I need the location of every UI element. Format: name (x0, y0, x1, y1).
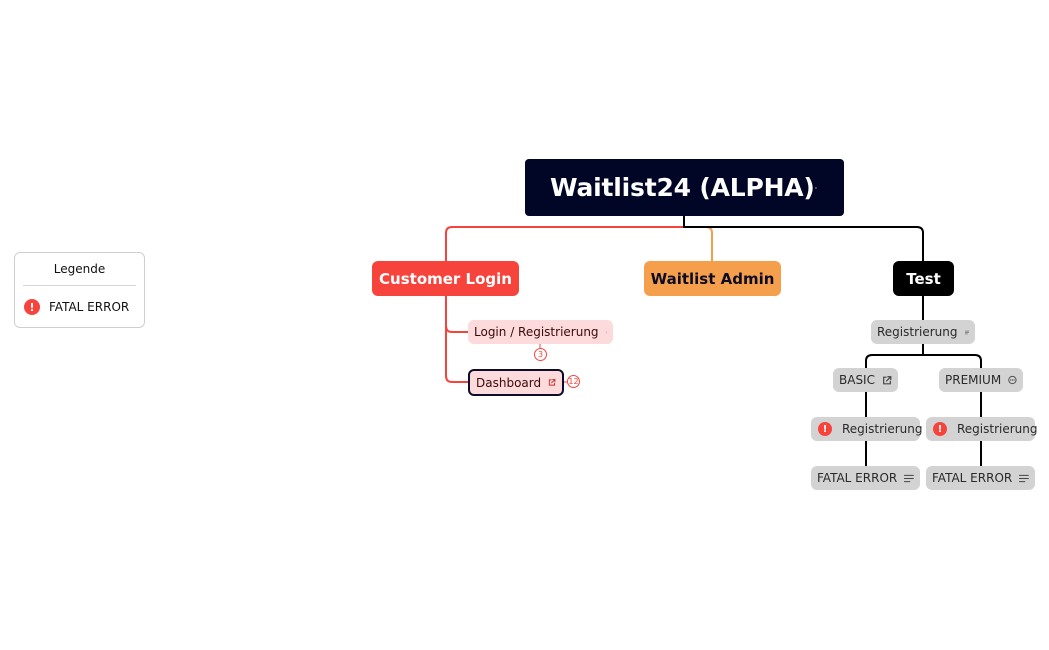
external-link-icon[interactable] (882, 375, 892, 386)
connector-waitlist-admin (684, 226, 713, 261)
subtopic-label: Registrierung (877, 325, 958, 339)
connector-dashboard (445, 326, 468, 383)
subtopic-test-registrierung[interactable]: Registrierung (871, 320, 975, 344)
topic-test[interactable]: Test (893, 261, 954, 296)
subtopic-premium-registrierung[interactable]: ! Registrierung (926, 417, 1038, 441)
error-icon: ! (818, 422, 832, 436)
legend-panel: Legende ! FATAL ERROR (14, 252, 145, 328)
subtopic-label: Dashboard (476, 375, 542, 390)
external-link-icon[interactable] (605, 327, 607, 338)
subtopic-label: FATAL ERROR (932, 471, 1013, 485)
subtopic-basic-fatal-error[interactable]: FATAL ERROR (811, 466, 920, 490)
notes-icon[interactable] (1019, 474, 1029, 483)
subtopic-label: FATAL ERROR (817, 471, 898, 485)
subtopic-basic[interactable]: BASIC (833, 368, 898, 392)
subtopic-label: Registrierung (957, 422, 1038, 436)
connector-login (445, 296, 468, 333)
legend-divider (23, 285, 136, 286)
subtopic-label: BASIC (839, 373, 875, 387)
subtopic-login-registrierung[interactable]: Login / Registrierung (468, 320, 613, 344)
notes-icon[interactable] (964, 328, 969, 337)
topic-test-label: Test (906, 269, 941, 288)
connector-premium (923, 354, 982, 368)
error-icon: ! (933, 422, 947, 436)
subtopic-label: Login / Registrierung (474, 325, 599, 339)
subtopic-label: Registrierung (842, 422, 923, 436)
subtopic-basic-registrierung[interactable]: ! Registrierung (811, 417, 923, 441)
notes-icon[interactable] (904, 474, 914, 483)
root-topic-label: Waitlist24 (ALPHA) (550, 173, 815, 202)
subtopic-dashboard[interactable]: Dashboard (468, 369, 564, 396)
more-icon[interactable] (1008, 374, 1017, 386)
connector-test (683, 216, 924, 261)
legend-title: Legende (53, 262, 106, 276)
error-icon: ! (24, 299, 40, 315)
subtopic-label: PREMIUM (945, 373, 1002, 387)
legend-item-label: FATAL ERROR (49, 300, 130, 314)
collapsed-children-badge[interactable]: 12 (567, 375, 580, 388)
relationship-count-badge[interactable]: 3 (534, 348, 547, 361)
legend-item-fatal-error[interactable]: ! FATAL ERROR (24, 299, 129, 315)
topic-customer-login[interactable]: Customer Login (372, 261, 519, 296)
topic-customer-login-label: Customer Login (379, 269, 512, 288)
topic-waitlist-admin-label: Waitlist Admin (650, 269, 775, 288)
connector-customer-login (445, 216, 685, 261)
external-link-icon[interactable] (548, 377, 556, 388)
subtopic-premium-fatal-error[interactable]: FATAL ERROR (926, 466, 1035, 490)
root-topic[interactable]: Waitlist24 (ALPHA) (525, 159, 844, 216)
connector-basic (865, 344, 924, 368)
subtopic-premium[interactable]: PREMIUM (939, 368, 1023, 392)
notes-icon[interactable] (814, 180, 817, 196)
topic-waitlist-admin[interactable]: Waitlist Admin (644, 261, 781, 296)
